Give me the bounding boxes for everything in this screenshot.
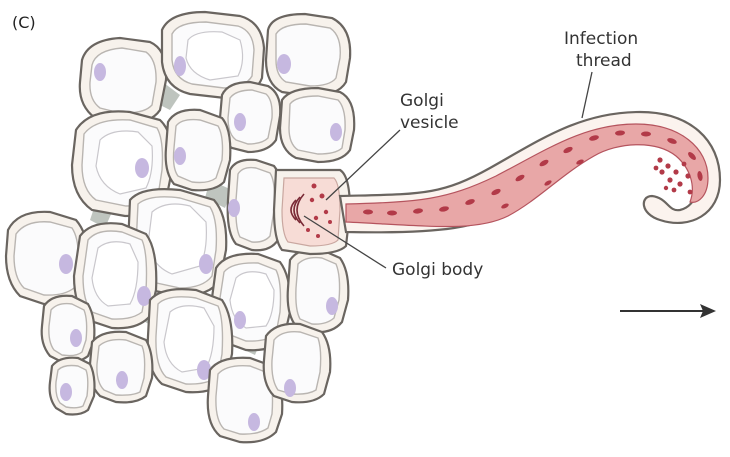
- nucleus: [277, 54, 291, 74]
- golgi-body-label: Golgi body: [392, 260, 483, 280]
- plant-cell: [266, 14, 350, 96]
- nucleus: [116, 371, 128, 389]
- infected-root-hair-cell: [274, 170, 350, 254]
- golgi-vesicle-label-line2: vesicle: [400, 113, 459, 133]
- direction-arrow: [620, 304, 716, 318]
- plant-cell: [50, 358, 95, 415]
- infection-thread: [340, 112, 720, 232]
- plant-cell: [90, 332, 153, 403]
- nucleus: [60, 383, 72, 401]
- nucleus: [228, 199, 240, 217]
- nucleus: [234, 311, 246, 329]
- plant-cell: [288, 249, 349, 332]
- plant-cell: [264, 324, 331, 403]
- infection-thread-leader: [582, 72, 592, 118]
- nucleus: [70, 329, 82, 347]
- nucleus: [199, 254, 213, 274]
- plant-cell: [42, 296, 95, 363]
- plant-cell: [166, 110, 231, 191]
- nucleus: [94, 63, 106, 81]
- nucleus: [59, 254, 73, 274]
- nucleus: [135, 158, 149, 178]
- nucleus: [174, 147, 186, 165]
- nucleus: [234, 113, 246, 131]
- nucleus: [248, 413, 260, 431]
- nucleus: [174, 56, 186, 76]
- nucleus: [330, 123, 342, 141]
- infection-thread-label-line2: thread: [576, 51, 632, 71]
- nucleus: [326, 297, 338, 315]
- infection-thread-label-line1: Infection: [564, 29, 638, 49]
- nucleus: [284, 379, 296, 397]
- golgi-vesicle-label-line1: Golgi: [400, 91, 444, 111]
- panel-label: (C): [12, 13, 36, 32]
- plant-cell: [280, 88, 354, 162]
